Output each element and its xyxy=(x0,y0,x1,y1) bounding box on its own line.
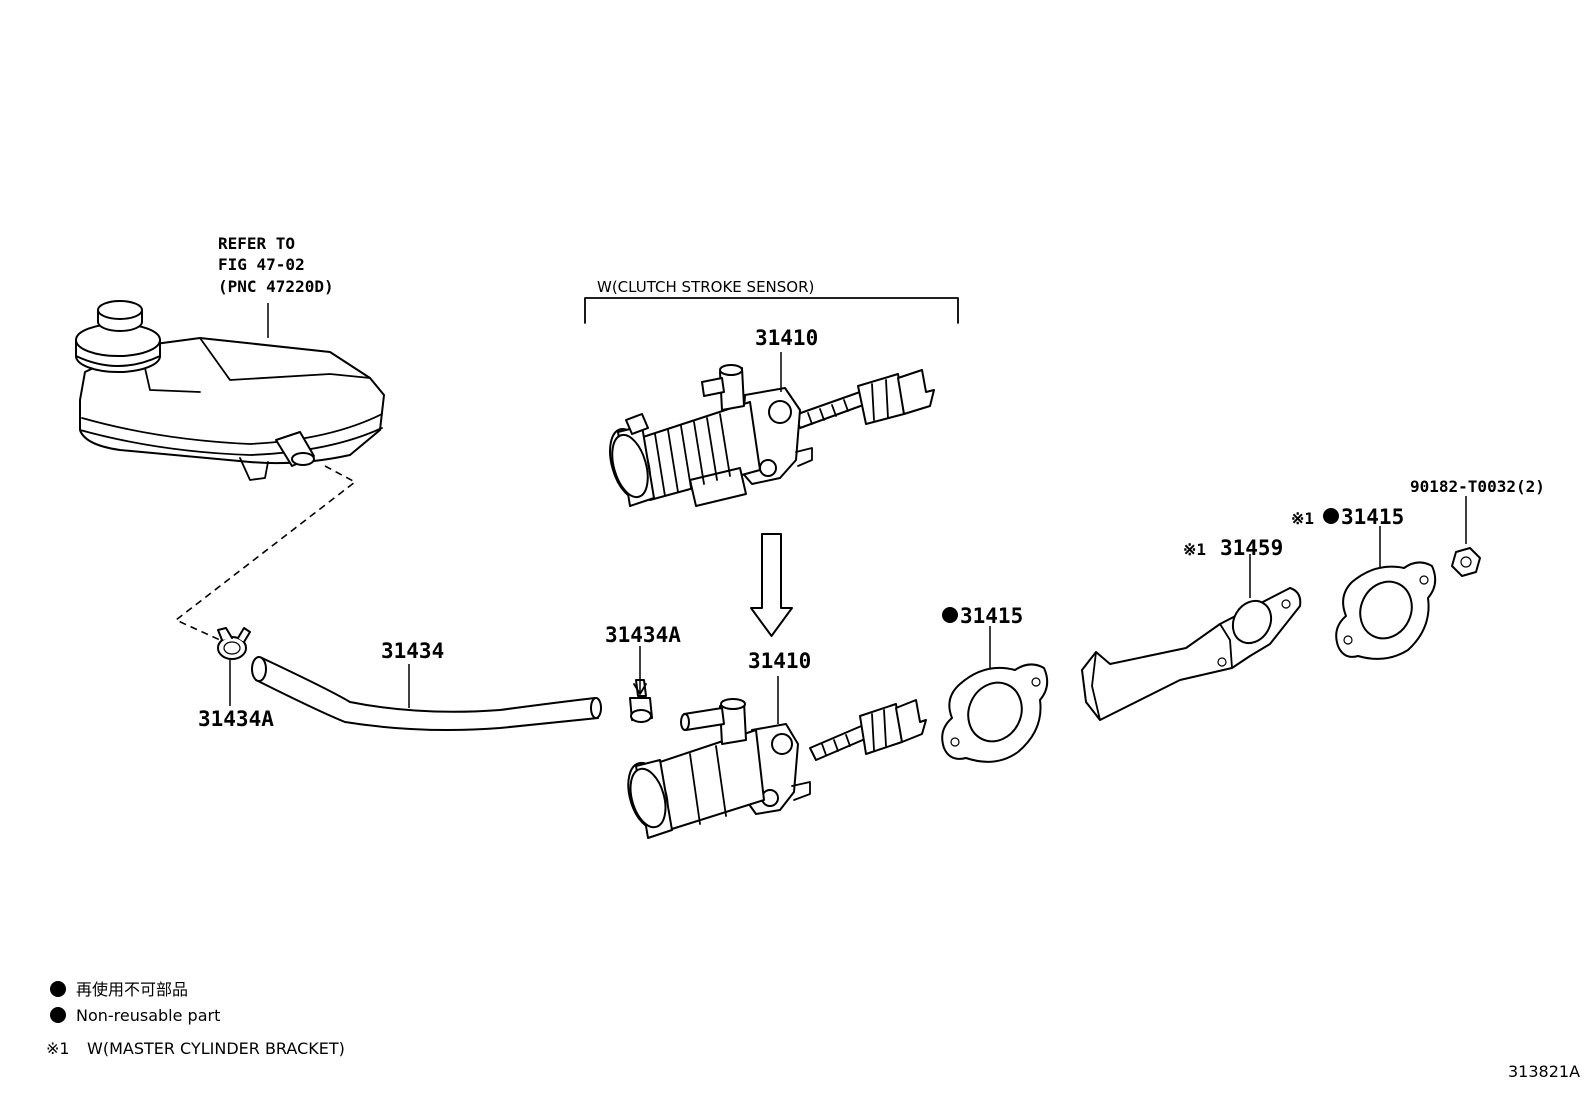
non-reusable-dot-gasket-rear xyxy=(1323,508,1339,524)
gasket-rear xyxy=(1335,561,1437,660)
figure-id: 313821A xyxy=(1508,1062,1580,1081)
legend-non-reusable-en: Non-reusable part xyxy=(76,1006,220,1025)
hose-clamp-left xyxy=(217,627,251,660)
legend-note1-text: W(MASTER CYLINDER BRACKET) xyxy=(87,1039,345,1058)
legend-non-reusable-jp: 再使用不可部品 xyxy=(76,980,188,999)
reservoir-tank xyxy=(75,300,385,481)
master-cylinder-bracket xyxy=(1081,587,1302,721)
part-label-31415-front: 31415 xyxy=(960,604,1023,628)
legend-note1-marker: ※1 xyxy=(46,1039,70,1058)
hex-nut xyxy=(1451,547,1481,577)
variant-bracket xyxy=(584,297,959,324)
part-label-31434a-right: 31434A xyxy=(605,623,681,647)
variant-label: W(CLUTCH STROKE SENSOR) xyxy=(597,278,814,296)
reference-note-line3: (PNC 47220D) xyxy=(218,277,334,296)
part-label-31410-upper: 31410 xyxy=(755,326,818,350)
master-cylinder-upper xyxy=(609,364,935,507)
non-reusable-dot-gasket-front xyxy=(942,607,958,623)
marker-bracket: ※1 xyxy=(1183,540,1206,559)
reference-note-line2: FIG 47-02 xyxy=(218,255,305,274)
part-label-31410-lower: 31410 xyxy=(748,649,811,673)
connection-dashed-line xyxy=(174,465,357,641)
legend-dot-jp xyxy=(50,981,66,997)
part-label-31459: 31459 xyxy=(1220,536,1283,560)
master-cylinder-lower xyxy=(627,698,927,839)
hose-clamp-right xyxy=(629,679,653,723)
part-label-90182-t0032: 90182-T0032(2) xyxy=(1410,477,1545,496)
hose xyxy=(251,656,602,731)
part-label-31434a-left: 31434A xyxy=(198,707,274,731)
gasket-front xyxy=(941,663,1049,763)
legend-dot-en xyxy=(50,1007,66,1023)
marker-gasket-rear: ※1 xyxy=(1291,509,1314,528)
reference-note-line1: REFER TO xyxy=(218,234,295,253)
part-label-31415-rear: 31415 xyxy=(1341,505,1404,529)
part-label-31434: 31434 xyxy=(381,639,444,663)
down-arrow-icon xyxy=(750,533,793,637)
